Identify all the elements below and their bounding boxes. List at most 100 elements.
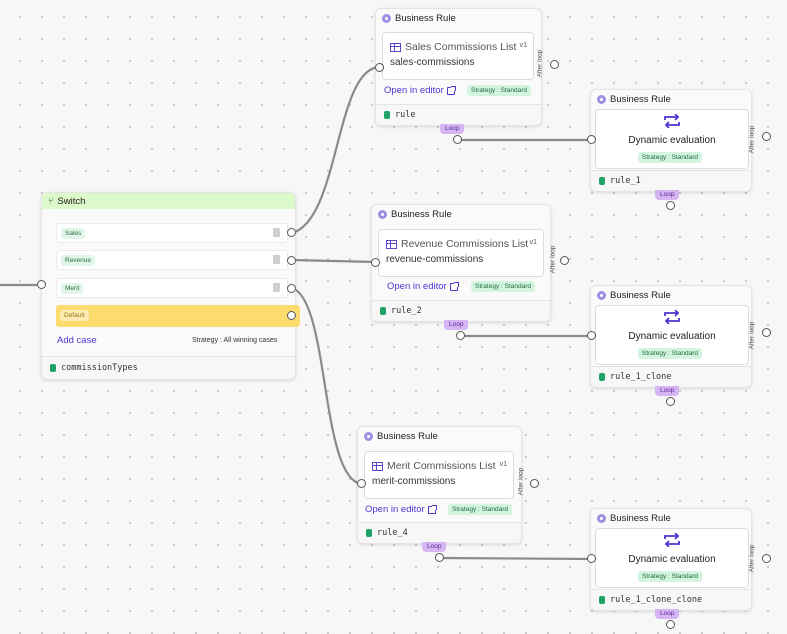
dynamic-title: Dynamic evaluation (628, 554, 716, 565)
rule-card[interactable]: Sales Commissions List v1 sales-commissi… (382, 32, 534, 80)
business-rule-icon (378, 209, 387, 219)
input-handle[interactable] (37, 280, 46, 289)
input-handle[interactable] (375, 63, 384, 72)
trash-icon[interactable] (273, 255, 280, 264)
database-icon (599, 596, 605, 604)
after-loop-handle[interactable] (762, 554, 771, 563)
node-footer-label: rule_1 (610, 176, 641, 186)
after-loop-handle[interactable] (560, 256, 569, 265)
trash-icon[interactable] (273, 283, 280, 292)
rule-card[interactable]: Merit Commissions List v1 merit-commissi… (364, 451, 514, 499)
node-header-label: Business Rule (395, 12, 456, 24)
node-footer-label: rule_2 (391, 306, 422, 316)
add-case-button[interactable]: Add case (57, 335, 97, 346)
version-badge: v1 (499, 461, 507, 468)
dynamic-card[interactable]: Dynamic evaluation Strategy : Standard (595, 109, 749, 169)
loop-tab[interactable]: Loop (655, 190, 680, 200)
switch-node[interactable]: ⑂ Switch Sales Revenue Merit Default Add… (41, 192, 300, 380)
default-case-label: Default (60, 310, 89, 321)
input-handle[interactable] (587, 135, 596, 144)
repeat-icon (664, 533, 680, 547)
rule-title: Sales Commissions List (390, 41, 516, 53)
node-header: Business Rule (591, 286, 751, 304)
after-loop-label: After loop (549, 245, 557, 274)
version-badge: v1 (519, 42, 527, 49)
repeat-icon (664, 114, 680, 128)
rule-title-text: Merit Commissions List (387, 460, 496, 472)
input-handle[interactable] (587, 331, 596, 340)
business-rule-icon (597, 290, 606, 300)
loop-tab[interactable]: Loop (440, 124, 465, 134)
node-footer: rule (376, 104, 541, 125)
after-loop-label: After loop (517, 467, 525, 496)
node-header: Business Rule (591, 90, 751, 108)
loop-handle[interactable] (435, 553, 444, 562)
after-loop-handle[interactable] (550, 60, 559, 69)
edge-rule4-dynamic-3 (439, 556, 595, 561)
case-label: Revenue (61, 255, 96, 266)
loop-tab[interactable]: Loop (444, 320, 469, 330)
after-loop-handle[interactable] (530, 479, 539, 488)
business-rule-node[interactable]: Business Rule Merit Commissions List v1 … (357, 426, 522, 544)
case-row-revenue[interactable]: Revenue (56, 250, 288, 270)
open-editor-label: Open in editor (387, 281, 447, 292)
loop-tab[interactable]: Loop (655, 609, 680, 619)
rule-subtitle: merit-commissions (372, 476, 456, 487)
case-row-sales[interactable]: Sales (56, 223, 288, 243)
edge-revenue-rule (291, 258, 377, 264)
loop-tab[interactable]: Loop (422, 542, 447, 552)
dynamic-evaluation-node[interactable]: Business Rule Dynamic evaluation Strateg… (590, 508, 752, 611)
after-loop-handle[interactable] (762, 328, 771, 337)
strategy-badge: Strategy : Standard (638, 348, 703, 359)
rule-subtitle: sales-commissions (390, 57, 475, 68)
switch-title: Switch (57, 195, 86, 207)
loop-handle[interactable] (666, 620, 675, 629)
node-footer: rule_1_clone_clone (591, 589, 751, 610)
node-footer-label: rule (395, 110, 416, 120)
external-link-icon (427, 504, 437, 514)
loop-handle[interactable] (666, 201, 675, 210)
node-header-label: Business Rule (377, 430, 438, 442)
dynamic-card[interactable]: Dynamic evaluation Strategy : Standard (595, 305, 749, 365)
repeat-icon (664, 310, 680, 324)
table-icon (390, 42, 401, 52)
loop-handle[interactable] (456, 331, 465, 340)
loop-tab[interactable]: Loop (655, 386, 680, 396)
open-editor-link[interactable]: Open in editor (384, 85, 456, 96)
output-handle-sales[interactable] (287, 228, 296, 237)
open-editor-link[interactable]: Open in editor (365, 504, 437, 515)
dynamic-card[interactable]: Dynamic evaluation Strategy : Standard (595, 528, 749, 588)
node-header-label: Business Rule (391, 208, 452, 220)
business-rule-node[interactable]: Business Rule Sales Commissions List v1 … (375, 8, 542, 126)
case-row-default[interactable]: Default (56, 305, 300, 327)
loop-handle[interactable] (453, 135, 462, 144)
rule-card[interactable]: Revenue Commissions List v1 revenue-comm… (378, 229, 544, 277)
dynamic-evaluation-node[interactable]: Business Rule Dynamic evaluation Strateg… (590, 285, 752, 388)
case-label: Sales (61, 228, 86, 239)
input-handle[interactable] (357, 479, 366, 488)
open-editor-link[interactable]: Open in editor (387, 281, 459, 292)
output-handle-merit[interactable] (287, 284, 296, 293)
rule-title: Revenue Commissions List (386, 238, 528, 250)
business-rule-node[interactable]: Business Rule Revenue Commissions List v… (371, 204, 551, 322)
strategy-badge: Strategy : Standard (471, 281, 536, 292)
input-handle[interactable] (587, 554, 596, 563)
strategy-badge: Strategy : Standard (467, 85, 532, 96)
after-loop-handle[interactable] (762, 132, 771, 141)
database-icon (384, 111, 390, 119)
dynamic-title: Dynamic evaluation (628, 331, 716, 342)
output-handle-revenue[interactable] (287, 256, 296, 265)
rule-title-text: Sales Commissions List (405, 41, 517, 53)
open-editor-label: Open in editor (384, 85, 444, 96)
rule-title-text: Revenue Commissions List (401, 238, 529, 250)
switch-icon: ⑂ (48, 196, 54, 206)
after-loop-label: After loop (748, 544, 756, 573)
switch-footer-label: commissionTypes (61, 363, 138, 373)
output-handle-default[interactable] (287, 311, 296, 320)
case-row-merit[interactable]: Merit (56, 278, 288, 298)
dynamic-evaluation-node[interactable]: Business Rule Dynamic evaluation Strateg… (590, 89, 752, 192)
loop-handle[interactable] (666, 397, 675, 406)
input-handle[interactable] (371, 258, 380, 267)
business-rule-icon (382, 13, 391, 23)
trash-icon[interactable] (273, 228, 280, 237)
